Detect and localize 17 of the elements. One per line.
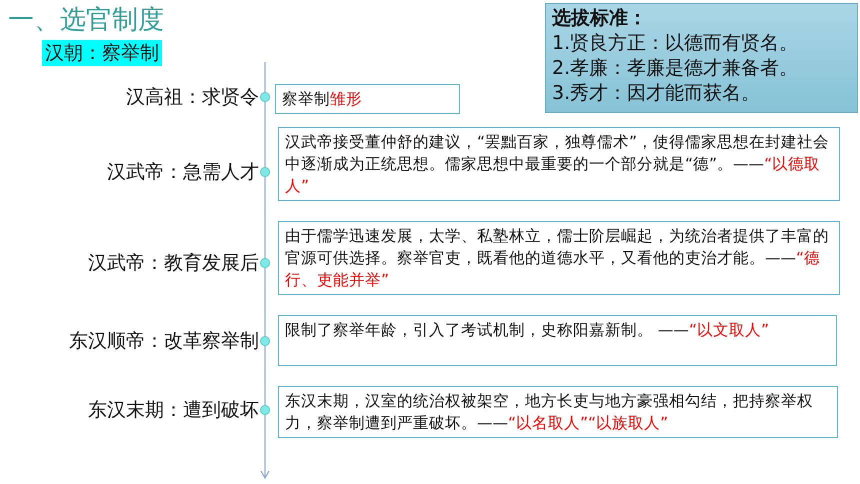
text-box: 限制了察举年龄，引入了考试机制，史称阳嘉新制。 ——“以文取人”: [278, 315, 837, 366]
period-label: 东汉末期：遭到破坏: [88, 400, 259, 420]
period-label: 汉武帝：急需人才: [107, 162, 259, 182]
highlighted-heading: 汉朝：察举制: [42, 40, 162, 66]
criteria-item: 2.孝廉：孝廉是德才兼备者。: [552, 56, 800, 81]
slide-title: 一、选官制度: [8, 4, 164, 37]
period-label: 东汉顺帝：改革察举制: [69, 331, 259, 351]
text-box: 汉武帝接受董仲舒的建议，“罢黜百家，独尊儒术”，使得儒家思想在封建社会中逐渐成为正统思想。儒家思想中最重要的一个部分就是“德”。——“以德取人”: [278, 127, 840, 201]
criteria-item: 3.秀才：因才能而获名。: [552, 81, 762, 106]
period-label: 汉武帝：教育发展后: [88, 253, 259, 273]
text-box: 由于儒学迅速发展，太学、私塾林立，儒士阶层崛起，为统治者提供了丰富的官源可供选择。察举官吏，既看他的道德水平，又看他的吏治才能。——“德行、吏能并举”: [278, 221, 840, 295]
text-box: 察举制雏形: [275, 84, 460, 114]
panel-heading: 选拔标准：: [552, 6, 648, 31]
text-box: 东汉末期，汉室的统治权被架空，地方长吏与地方豪强相勾结，把持察举权力，察举制遭到严重破坏。——“以名取人”“以族取人”: [278, 386, 838, 438]
criteria-panel: [545, 3, 858, 113]
criteria-item: 1.贤良方正：以德而有贤名。: [552, 31, 800, 56]
period-label: 汉高祖：求贤令: [126, 87, 259, 107]
